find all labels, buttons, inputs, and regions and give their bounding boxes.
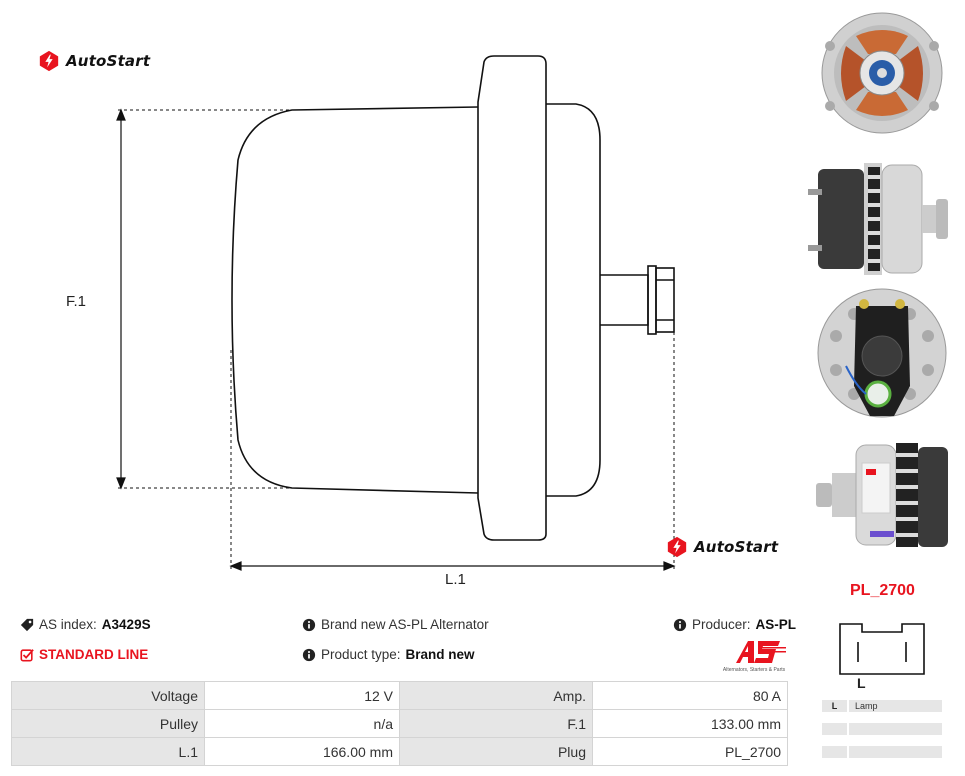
table-row: L.1 166.00 mm Plug PL_2700 bbox=[11, 737, 788, 766]
autostart-logo-top: AutoStart bbox=[38, 50, 150, 72]
l1-arrow-right bbox=[663, 561, 676, 571]
thumbnail-back-plate-view[interactable] bbox=[806, 286, 958, 421]
spec-key: Plug bbox=[399, 737, 593, 766]
spec-value: 80 A bbox=[592, 681, 788, 710]
as-logo-tagline: Alternators, Starters & Parts bbox=[723, 667, 786, 673]
thumbnail-label-side-view[interactable] bbox=[806, 423, 958, 558]
spec-value: 166.00 mm bbox=[204, 737, 400, 766]
pin-key bbox=[822, 723, 847, 735]
autostart-logo-icon bbox=[39, 50, 59, 72]
f1-arrow-top bbox=[116, 108, 126, 121]
plug-code-title: PL_2700 bbox=[850, 582, 915, 599]
list-item: L Lamp bbox=[822, 700, 942, 712]
pin-key: L bbox=[822, 700, 847, 712]
autostart-logo-bottom: AutoStart bbox=[666, 536, 778, 558]
standard-line-badge: STANDARD LINE bbox=[20, 647, 148, 662]
l1-dimension-label: L.1 bbox=[445, 571, 466, 588]
producer-value: AS-PL bbox=[755, 617, 797, 632]
list-item bbox=[822, 723, 942, 735]
spec-key: Amp. bbox=[399, 681, 593, 710]
spec-key: L.1 bbox=[11, 737, 205, 766]
alternator-rear-housing bbox=[546, 103, 601, 497]
f1-arrow-bottom bbox=[116, 477, 126, 490]
table-row: Voltage 12 V Amp. 80 A bbox=[11, 681, 788, 710]
tag-icon bbox=[20, 618, 34, 631]
specs-table: Voltage 12 V Amp. 80 A Pulley n/a F.1 13… bbox=[11, 681, 788, 766]
pin-value bbox=[849, 746, 942, 758]
autostart-logo-text: AutoStart bbox=[694, 538, 779, 556]
pin-value bbox=[849, 723, 942, 735]
pin-value: Lamp bbox=[849, 700, 942, 712]
alternator-dimension-drawing bbox=[116, 55, 676, 571]
list-item bbox=[822, 746, 942, 758]
as-index-value: A3429S bbox=[101, 617, 151, 632]
as-pl-logo: Alternators, Starters & Parts bbox=[723, 641, 786, 673]
as-index-row: AS index: A3429S bbox=[20, 617, 151, 632]
pulley-hub bbox=[655, 267, 675, 333]
info-icon bbox=[302, 648, 316, 661]
spec-key: Voltage bbox=[11, 681, 205, 710]
product-type-label: Product type: bbox=[321, 647, 401, 662]
spec-value: n/a bbox=[204, 709, 400, 738]
alternator-flange-outline bbox=[477, 55, 547, 541]
product-type-row: Product type: Brand new bbox=[302, 647, 475, 662]
brand-new-text: Brand new AS-PL Alternator bbox=[321, 617, 489, 632]
l1-arrow-left bbox=[229, 561, 242, 571]
producer-label: Producer: bbox=[692, 617, 751, 632]
spec-value: 133.00 mm bbox=[592, 709, 788, 738]
pulley-shaft bbox=[600, 274, 649, 326]
as-index-label: AS index: bbox=[39, 617, 97, 632]
thumbnail-rear-view[interactable] bbox=[806, 6, 958, 141]
info-icon bbox=[673, 618, 687, 631]
spec-key: F.1 bbox=[399, 709, 593, 738]
standard-line-label: STANDARD LINE bbox=[39, 647, 149, 662]
spec-value: 12 V bbox=[204, 681, 400, 710]
spec-value: PL_2700 bbox=[592, 737, 788, 766]
autostart-logo-text: AutoStart bbox=[66, 52, 151, 70]
alternator-body-outline bbox=[231, 106, 479, 494]
info-icon bbox=[302, 618, 316, 631]
brand-new-row: Brand new AS-PL Alternator bbox=[302, 617, 489, 632]
pin-key bbox=[822, 746, 847, 758]
checkbox-checked-icon bbox=[20, 648, 34, 661]
plug-connector-diagram bbox=[839, 623, 925, 675]
product-type-value: Brand new bbox=[405, 647, 475, 662]
producer-row: Producer: AS-PL bbox=[673, 617, 796, 632]
spec-key: Pulley bbox=[11, 709, 205, 738]
table-row: Pulley n/a F.1 133.00 mm bbox=[11, 709, 788, 738]
thumbnail-side-view[interactable] bbox=[806, 149, 958, 284]
autostart-logo-icon bbox=[667, 536, 687, 558]
f1-dimension-label: F.1 bbox=[66, 293, 87, 310]
plug-pin-legend: L Lamp bbox=[822, 700, 942, 769]
pulley-nut bbox=[647, 265, 657, 335]
plug-pin-letter: L bbox=[857, 675, 866, 691]
